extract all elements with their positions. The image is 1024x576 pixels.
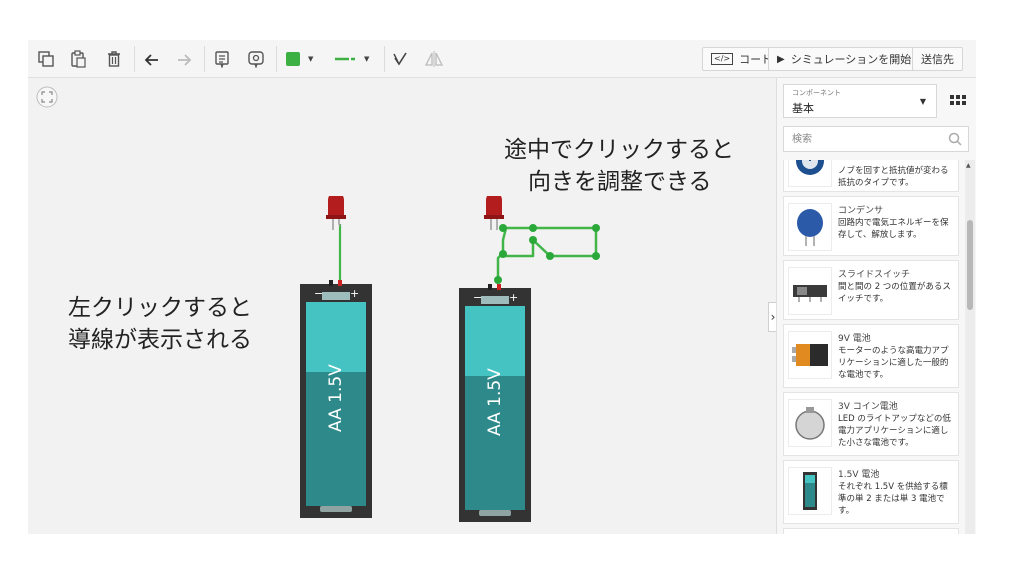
component-desc: LED のライトアップなどの低電力アプリケーションに適した小さな電池です。 — [838, 414, 951, 448]
redo-icon — [178, 54, 192, 66]
list-item-potentiometer[interactable]: ノブを回すと抵抗値が変わる抵抗のタイプです。 — [783, 160, 959, 192]
capacitor-icon — [797, 209, 823, 246]
play-icon: ▶ — [777, 53, 785, 65]
wire-style-picker[interactable]: ▼ — [330, 47, 378, 71]
flip-icon — [424, 51, 444, 67]
coin-battery-icon — [795, 407, 825, 440]
annotation-left-line1: 左クリックすると — [68, 295, 252, 321]
copy-button[interactable] — [34, 47, 58, 71]
component-desc: ノブを回すと抵抗値が変わる抵抗のタイプです。 — [838, 166, 949, 188]
paste-button[interactable] — [66, 47, 90, 71]
component-desc: 間と間の 2 つの位置があるスイッチです。 — [838, 282, 951, 304]
svg-text:+: + — [509, 291, 518, 304]
app-window: ▼ ▼ </> コード ▶ シミュレーションを開始 送信先 — [28, 40, 976, 534]
component-name: スライドスイッチ — [838, 270, 911, 280]
paste-icon — [71, 50, 86, 68]
list-item-aa-battery[interactable]: 1.5V 電池 それぞれ 1.5V を供給する標準の単 2 または単 3 電池で… — [783, 460, 959, 524]
send-to-button[interactable]: 送信先 — [912, 47, 963, 71]
chevron-down-icon: ▼ — [364, 55, 370, 63]
led-left[interactable] — [326, 196, 346, 230]
note-button[interactable] — [210, 47, 234, 71]
battery-left[interactable]: − + — [300, 280, 372, 518]
chevron-down-icon: ▼ — [919, 97, 926, 106]
trash-icon — [108, 51, 120, 67]
battery-right[interactable]: − + — [459, 284, 531, 522]
category-value: 基本 — [792, 102, 814, 115]
start-simulation-button[interactable]: ▶ シミュレーションを開始 — [768, 47, 921, 71]
scroll-thumb[interactable] — [967, 220, 973, 310]
note-icon — [215, 51, 229, 68]
component-name: 3V コイン電池 — [838, 402, 898, 412]
code-label: コード — [739, 53, 773, 66]
annotation-right-line2: 向きを調整できる — [528, 169, 712, 195]
svg-text:−: − — [473, 291, 482, 304]
rotate-icon — [393, 52, 407, 66]
grid-view-icon[interactable] — [947, 90, 969, 112]
scroll-up-icon[interactable]: ▲ — [966, 162, 971, 169]
svg-text:+: + — [350, 287, 359, 300]
chevron-down-icon: ▼ — [308, 55, 314, 63]
rotate-button[interactable] — [388, 47, 412, 71]
chevron-right-icon: › — [770, 310, 776, 324]
slide-switch-icon — [793, 285, 827, 302]
battery-right-label: AA 1.5V — [485, 368, 505, 436]
undo-icon — [144, 54, 158, 66]
category-select[interactable]: コンポーネント 基本 ▼ — [783, 84, 937, 118]
undo-button[interactable] — [140, 47, 164, 71]
battery-9v-icon — [792, 344, 828, 366]
toolbar-divider — [384, 46, 385, 72]
visibility-button[interactable] — [244, 47, 268, 71]
svg-text:−: − — [314, 287, 323, 300]
toolbar-divider — [134, 46, 135, 72]
category-caption: コンポーネント — [792, 89, 841, 97]
flip-button[interactable] — [422, 47, 446, 71]
copy-icon — [38, 51, 54, 67]
comment-eye-icon — [248, 51, 264, 68]
zoom-to-fit-icon[interactable] — [36, 86, 58, 108]
list-item[interactable] — [783, 528, 959, 534]
simulate-label: シミュレーションを開始 — [790, 53, 912, 66]
annotation-right: 途中でクリックすると 向きを調整できる — [504, 134, 734, 198]
send-label: 送信先 — [921, 53, 954, 66]
component-name: 9V 電池 — [838, 334, 871, 344]
list-item-coin-battery[interactable]: 3V コイン電池 LED のライトアップなどの低電力アプリケーションに適した小さ… — [783, 392, 959, 456]
toolbar-divider — [276, 46, 277, 72]
circuit-left[interactable]: − + — [298, 196, 378, 522]
component-desc: 回路内で電気エネルギーを保存して、解放します。 — [838, 218, 949, 240]
wire-style-icon — [335, 57, 355, 61]
scrollbar[interactable]: ▲ — [965, 160, 975, 534]
toolbar-divider — [204, 46, 205, 72]
fill-color-picker[interactable]: ▼ — [282, 47, 322, 71]
annotation-left: 左クリックすると 導線が表示される — [68, 292, 252, 356]
search-input[interactable] — [784, 127, 944, 151]
potentiometer-icon — [796, 160, 824, 175]
component-name: コンデンサ — [838, 206, 884, 216]
code-icon: </> — [711, 53, 734, 65]
component-desc: それぞれ 1.5V を供給する標準の単 2 または単 3 電池です。 — [838, 482, 948, 516]
fill-color-swatch — [286, 52, 300, 66]
delete-button[interactable] — [102, 47, 126, 71]
components-panel: コンポーネント 基本 ▼ ノブを回すと抵抗値が変わる抵抗のタイプです。 — [776, 78, 976, 534]
search-icon[interactable] — [948, 132, 962, 146]
code-button[interactable]: </> コード — [702, 47, 782, 71]
wire-handles[interactable] — [494, 224, 600, 284]
toolbar: ▼ ▼ </> コード ▶ シミュレーションを開始 送信先 — [28, 40, 976, 78]
circuit-right[interactable]: − + — [458, 196, 638, 522]
component-name: 1.5V 電池 — [838, 470, 880, 480]
annotation-right-line1: 途中でクリックすると — [504, 137, 734, 163]
list-item-slide-switch[interactable]: スライドスイッチ 間と間の 2 つの位置があるスイッチです。 — [783, 260, 959, 320]
component-desc: モーターのような高電力アプリケーションに適した一般的な電池です。 — [838, 346, 949, 380]
battery-left-label: AA 1.5V — [326, 364, 346, 432]
component-list: ノブを回すと抵抗値が変わる抵抗のタイプです。 コンデンサ 回路内で電気エネルギー… — [777, 160, 963, 534]
battery-aa-icon — [803, 472, 817, 510]
workplane-canvas[interactable]: 左クリックすると 導線が表示される 途中でクリックすると 向きを調整できる — [28, 78, 776, 534]
search-box — [783, 126, 969, 152]
annotation-left-line2: 導線が表示される — [68, 327, 252, 353]
list-item-capacitor[interactable]: コンデンサ 回路内で電気エネルギーを保存して、解放します。 — [783, 196, 959, 256]
redo-button[interactable] — [172, 47, 196, 71]
led-right[interactable] — [484, 196, 504, 230]
list-item-9v-battery[interactable]: 9V 電池 モーターのような高電力アプリケーションに適した一般的な電池です。 — [783, 324, 959, 388]
